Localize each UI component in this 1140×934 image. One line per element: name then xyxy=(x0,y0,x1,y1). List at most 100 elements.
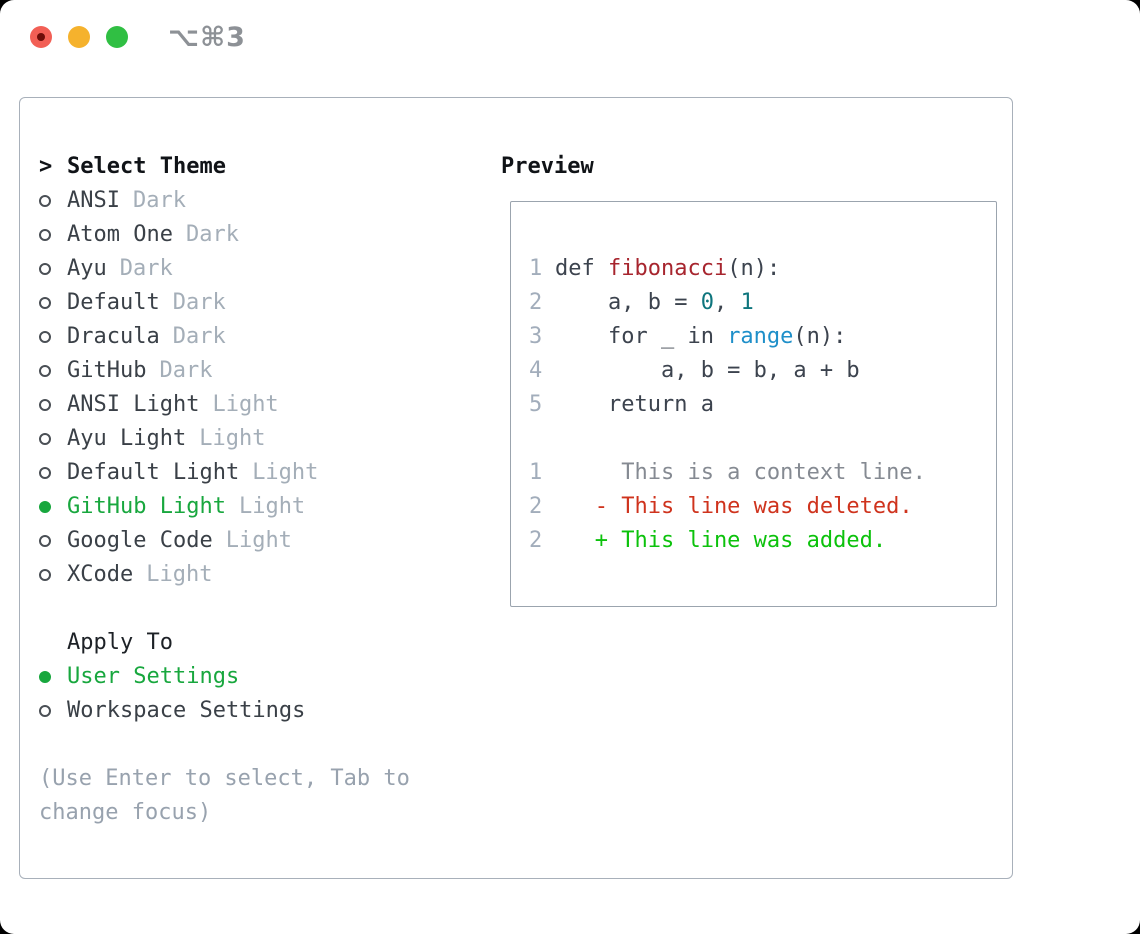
theme-name: Default Light xyxy=(67,460,240,485)
apply-to-option-user-settings[interactable]: User Settings xyxy=(39,660,484,694)
keyboard-shortcut-label: ⌥⌘3 xyxy=(168,22,246,53)
theme-picker-panel: > Select Theme ANSI Dark Atom One Dark A… xyxy=(19,97,1013,879)
code-segment: for _ in xyxy=(555,324,728,349)
line-number: 2 xyxy=(529,290,543,315)
radio-icon xyxy=(39,467,67,479)
theme-name: Ayu Light xyxy=(67,426,187,451)
code-segment: 0 xyxy=(700,290,714,315)
theme-name: Atom One xyxy=(67,222,173,247)
radio-icon-selected xyxy=(39,671,67,683)
radio-icon xyxy=(39,535,67,547)
theme-option-ansi-dark[interactable]: ANSI Dark xyxy=(39,184,484,218)
code-segment: range xyxy=(727,324,794,349)
theme-name: Ayu xyxy=(67,256,107,281)
theme-variant: Dark xyxy=(172,290,226,315)
code-segment: , xyxy=(713,290,741,315)
radio-icon-selected xyxy=(39,501,67,513)
line-number: 4 xyxy=(529,358,543,383)
theme-name: Default xyxy=(67,290,160,315)
diff-added-line: 2 + This line was added. xyxy=(529,524,996,558)
preview-title: Preview xyxy=(501,154,594,179)
theme-list: > Select Theme ANSI Dark Atom One Dark A… xyxy=(39,150,484,830)
apply-to-option-workspace-settings[interactable]: Workspace Settings xyxy=(39,694,484,728)
line-number: 2 xyxy=(529,528,543,553)
radio-icon xyxy=(39,433,67,445)
theme-option-default-light[interactable]: Default Light Light xyxy=(39,456,484,490)
code-line: 3 for _ in range (n): xyxy=(529,320,996,354)
minimize-button[interactable] xyxy=(68,26,90,48)
apply-to-title: Apply To xyxy=(67,630,173,655)
radio-icon xyxy=(39,365,67,377)
theme-name: Dracula xyxy=(67,324,160,349)
theme-variant: Light xyxy=(199,426,266,451)
line-number: 1 xyxy=(529,460,543,485)
theme-name: ANSI Light xyxy=(67,392,200,417)
diff-segment: - This line was deleted. xyxy=(555,494,913,519)
code-segment: 1 xyxy=(740,290,754,315)
blank-line xyxy=(529,422,996,456)
code-line: 1 def fibonacci (n): xyxy=(529,252,996,286)
theme-variant: Light xyxy=(238,494,306,519)
apply-to-header: Apply To xyxy=(39,626,484,660)
theme-option-ayu-dark[interactable]: Ayu Dark xyxy=(39,252,484,286)
code-line: 5 return a xyxy=(529,388,996,422)
radio-icon xyxy=(39,195,67,207)
code-segment: fibonacci xyxy=(607,256,728,281)
theme-option-google-code[interactable]: Google Code Light xyxy=(39,524,484,558)
theme-variant: Dark xyxy=(119,256,173,281)
theme-variant: Light xyxy=(252,460,319,485)
diff-segment: + This line was added. xyxy=(555,528,887,553)
line-number: 5 xyxy=(529,392,543,417)
theme-option-atom-one-dark[interactable]: Atom One Dark xyxy=(39,218,484,252)
radio-icon xyxy=(39,331,67,343)
theme-variant: Light xyxy=(225,528,292,553)
theme-option-ansi-light[interactable]: ANSI Light Light xyxy=(39,388,484,422)
radio-icon xyxy=(39,399,67,411)
cursor-prompt-icon: > xyxy=(39,154,53,179)
code-segment: (n): xyxy=(793,324,847,349)
theme-option-default-dark[interactable]: Default Dark xyxy=(39,286,484,320)
theme-name: GitHub Light xyxy=(67,494,226,519)
code-segment: return a xyxy=(555,392,714,417)
code-segment: def xyxy=(555,256,608,281)
theme-variant: Dark xyxy=(185,222,239,247)
code-line: 4 a, b = b, a + b xyxy=(529,354,996,388)
theme-name: ANSI xyxy=(67,188,120,213)
close-button-dot xyxy=(37,33,45,41)
code-segment: a, b = b, a + b xyxy=(555,358,860,383)
apply-to-label: Workspace Settings xyxy=(67,698,306,723)
line-number: 3 xyxy=(529,324,543,349)
line-number: 2 xyxy=(529,494,543,519)
theme-option-github-dark[interactable]: GitHub Dark xyxy=(39,354,484,388)
select-theme-title: Select Theme xyxy=(67,154,226,179)
code-line: 2 a, b = 0 , 1 xyxy=(529,286,996,320)
theme-variant: Dark xyxy=(172,324,226,349)
close-button[interactable] xyxy=(30,26,52,48)
select-theme-header: > Select Theme xyxy=(39,150,484,184)
help-text: (Use Enter to select, Tab to change focu… xyxy=(39,766,410,825)
zoom-button[interactable] xyxy=(106,26,128,48)
apply-to-label: User Settings xyxy=(67,664,240,689)
theme-variant: Light xyxy=(212,392,279,417)
radio-icon xyxy=(39,705,67,717)
theme-option-dracula-dark[interactable]: Dracula Dark xyxy=(39,320,484,354)
theme-option-xcode[interactable]: XCode Light xyxy=(39,558,484,592)
diff-context-line: 1 This is a context line. xyxy=(529,456,996,490)
theme-name: GitHub xyxy=(67,358,147,383)
theme-variant: Dark xyxy=(159,358,213,383)
window-titlebar: ⌥⌘3 xyxy=(0,0,1140,75)
theme-name: XCode xyxy=(67,562,134,587)
radio-icon xyxy=(39,229,67,241)
theme-variant: Light xyxy=(146,562,213,587)
code-segment: a, b = xyxy=(555,290,701,315)
theme-option-github-light[interactable]: GitHub Light Light xyxy=(39,490,484,524)
diff-deleted-line: 2 - This line was deleted. xyxy=(529,490,996,524)
theme-option-ayu-light[interactable]: Ayu Light Light xyxy=(39,422,484,456)
theme-name: Google Code xyxy=(67,528,213,553)
radio-icon xyxy=(39,263,67,275)
radio-icon xyxy=(39,569,67,581)
preview-code-box: 1 def fibonacci (n): 2 a, b = 0 , 1 3 fo… xyxy=(510,201,997,607)
line-number: 1 xyxy=(529,256,543,281)
diff-segment: This is a context line. xyxy=(555,460,926,485)
